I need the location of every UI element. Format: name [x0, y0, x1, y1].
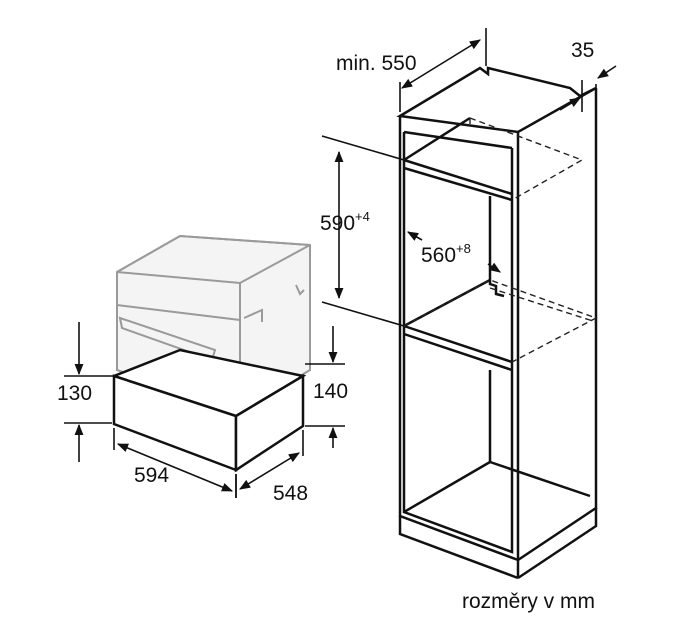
hidden-edges [403, 117, 598, 363]
drawer-depth-label: 548 [273, 482, 308, 505]
cabinet-depth-label: min. 550 [336, 52, 417, 75]
appliance-height-dimension [305, 326, 345, 448]
drawer-height-dimension [64, 322, 112, 462]
units-caption: rozměry v mm [462, 590, 595, 613]
niche-width-value: 560 [421, 244, 456, 267]
drawer-depth-dimension [235, 430, 304, 498]
drawer-height-label: 130 [57, 382, 92, 405]
niche-height-value: 590 [320, 212, 355, 235]
niche-width-label: 560+8 [421, 241, 471, 267]
appliance-height-label: 140 [313, 380, 348, 403]
side-clearance-label: 35 [571, 39, 594, 62]
drawer-width-label: 594 [134, 464, 169, 487]
niche-height-label: 590+4 [320, 209, 370, 235]
niche-height-tolerance: +4 [355, 209, 370, 224]
tall-cabinet [396, 66, 598, 580]
niche-width-tolerance: +8 [456, 241, 471, 256]
cabinet-depth-dimension [399, 28, 487, 112]
niche-height-dimension [321, 135, 405, 327]
niche-width-dimension [407, 231, 501, 273]
side-clearance-dimension [559, 65, 617, 112]
